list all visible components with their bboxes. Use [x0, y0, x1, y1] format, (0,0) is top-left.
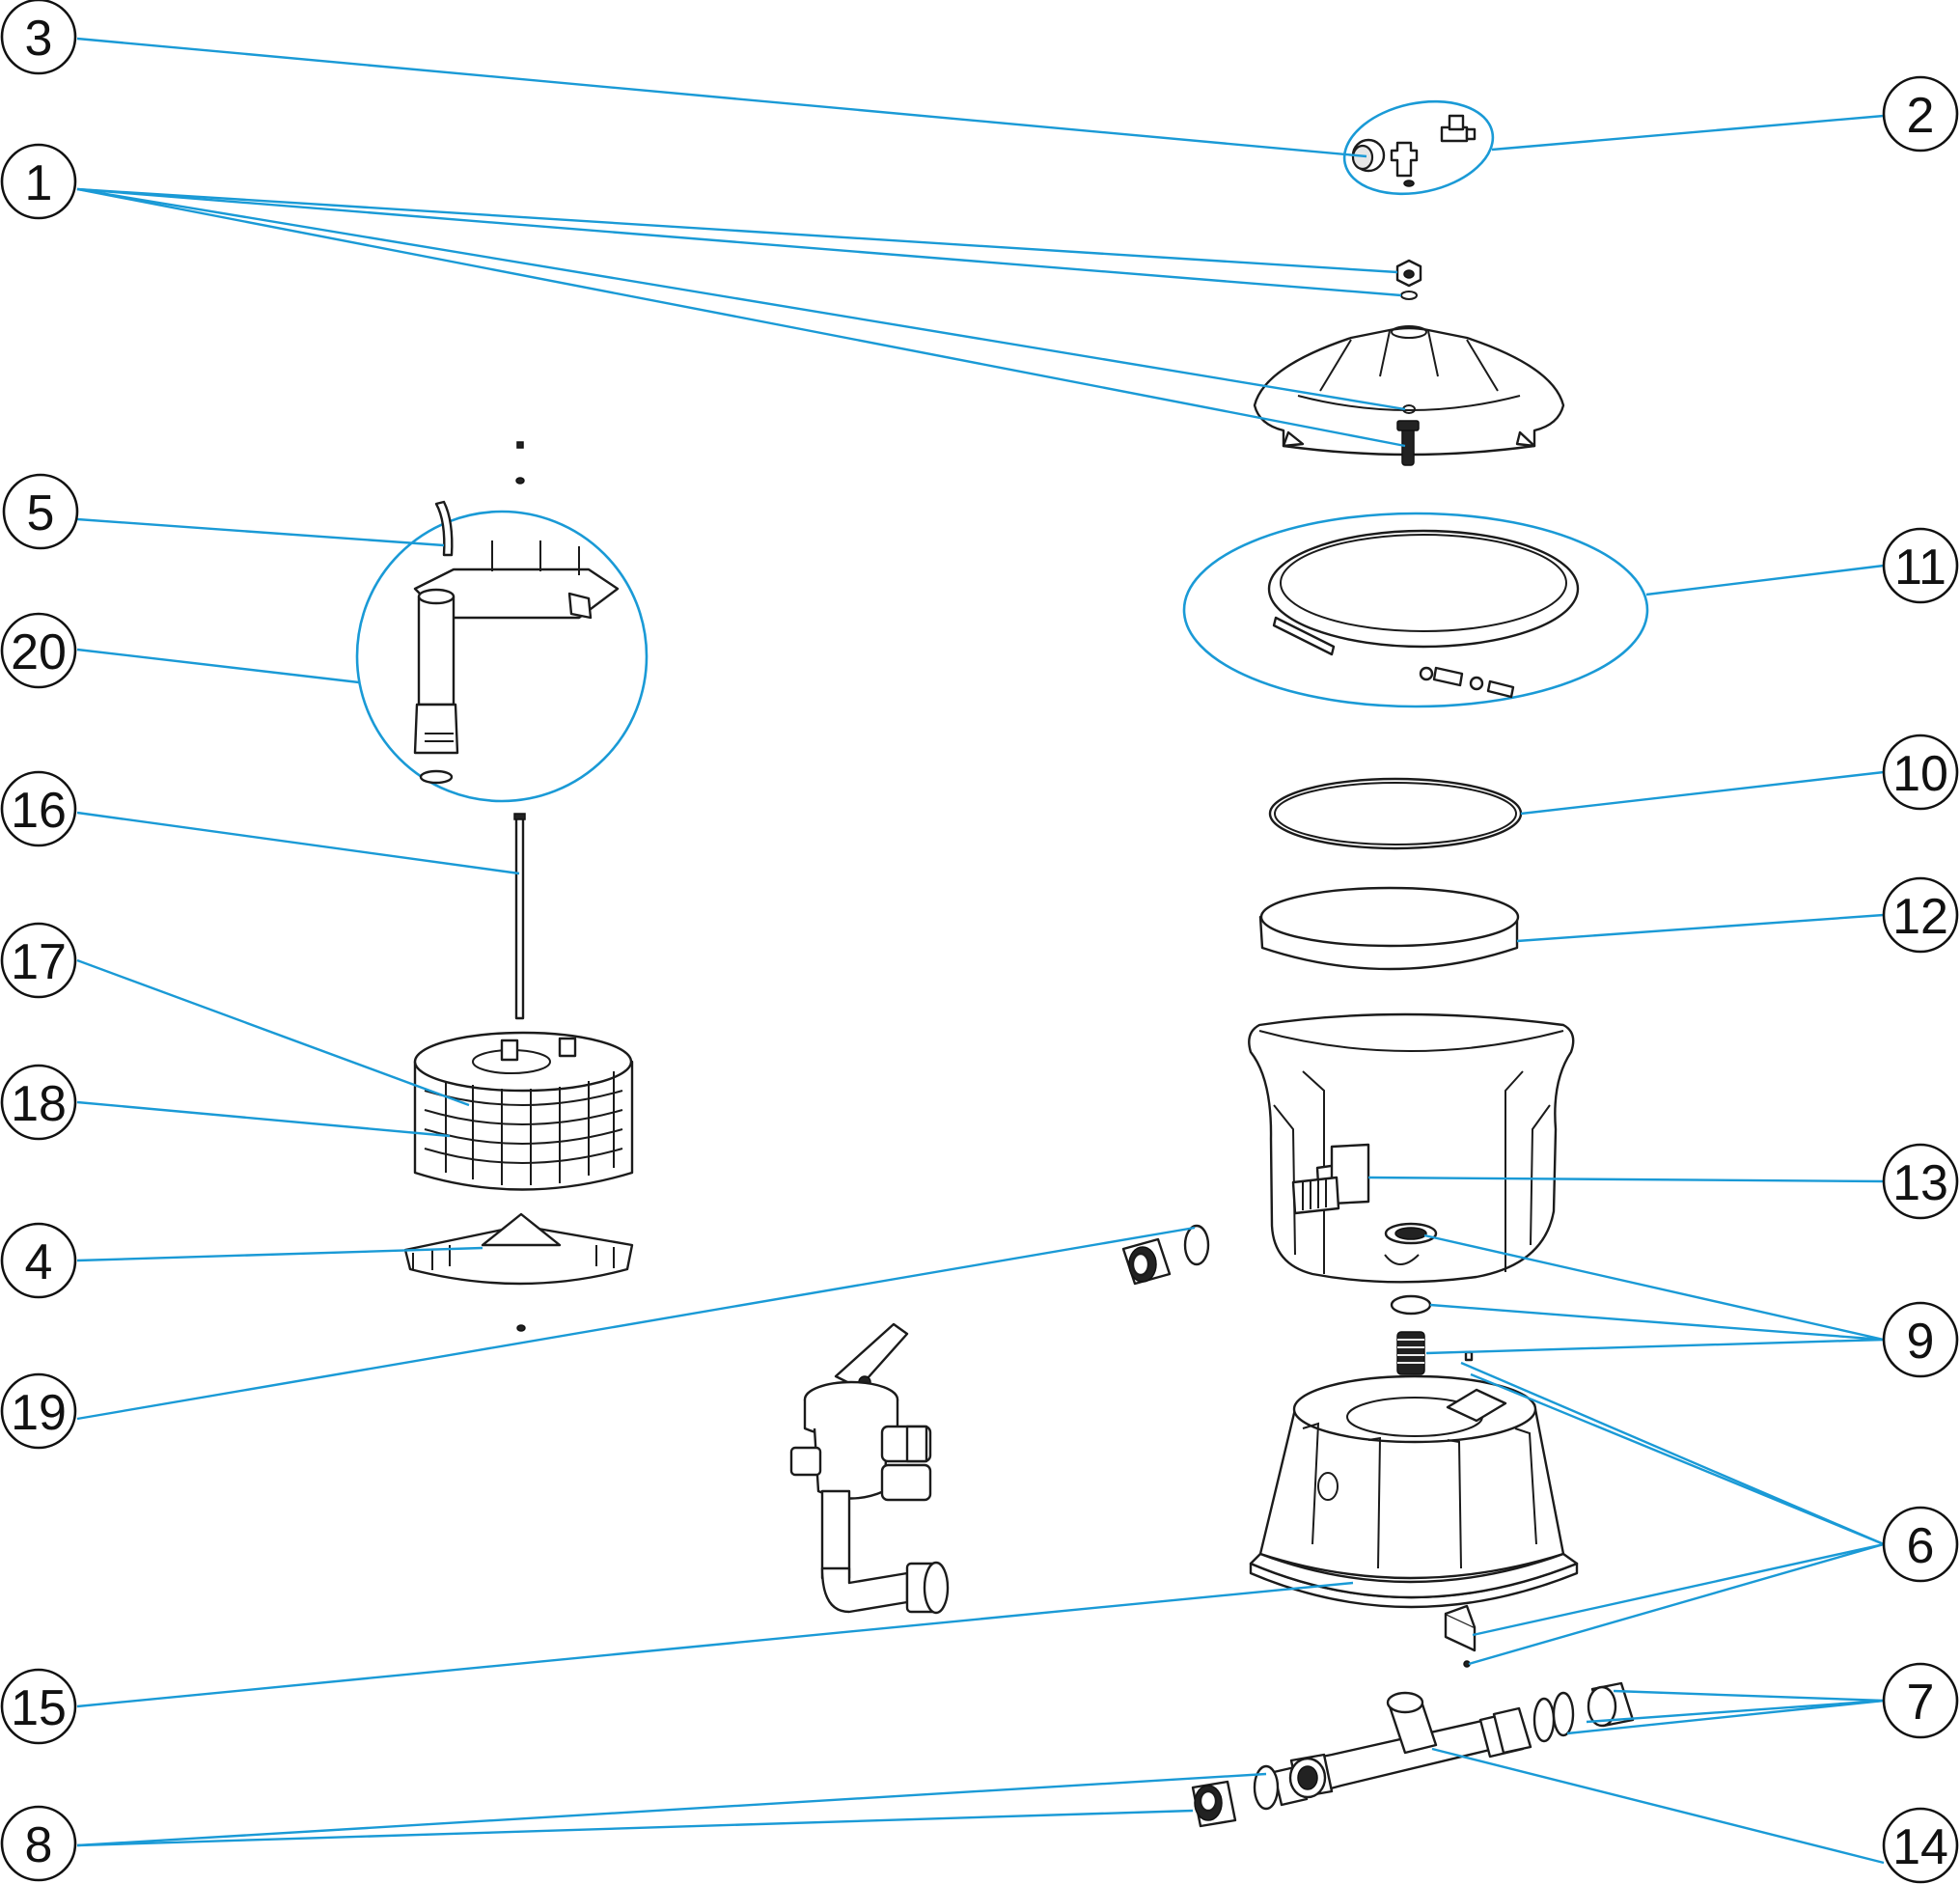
valve-union-nut — [1121, 1224, 1210, 1286]
callout-20-label: 20 — [11, 624, 67, 680]
callout-8-label: 8 — [25, 1817, 53, 1873]
tank-collar — [1258, 886, 1520, 971]
lid-nut-and-washer — [1395, 259, 1422, 300]
callout-9-label: 9 — [1907, 1314, 1935, 1370]
gauge-and-valve-group — [1342, 99, 1495, 196]
gauge-group-highlight — [1342, 99, 1495, 196]
distribution-plate — [403, 1212, 634, 1332]
callout-1: 1 — [0, 143, 77, 220]
drain-o-ring — [1390, 1294, 1432, 1316]
right-union-parts — [1532, 1681, 1635, 1743]
callout-10-label: 10 — [1892, 746, 1948, 802]
tank-upper-shell — [1248, 1012, 1575, 1284]
callout-11: 11 — [1882, 527, 1959, 604]
lid-washer — [1400, 291, 1418, 300]
callout-8: 8 — [0, 1805, 77, 1882]
callout-12: 12 — [1882, 876, 1959, 954]
callout-19-label: 19 — [11, 1385, 67, 1441]
left-union-parts — [1191, 1764, 1280, 1828]
callout-18-label: 18 — [11, 1076, 67, 1132]
lateral-hub-highlight — [355, 510, 649, 803]
multiport-valve — [789, 1322, 950, 1615]
callout-4: 4 — [0, 1222, 77, 1299]
callout-5-label: 5 — [27, 485, 55, 541]
callout-12-label: 12 — [1892, 889, 1948, 945]
callout-16-label: 16 — [11, 783, 67, 839]
leader-lines — [76, 37, 1885, 1865]
callout-6: 6 — [1882, 1506, 1959, 1583]
central-rod — [514, 814, 525, 1020]
callout-16: 16 — [0, 770, 77, 847]
lateral-hub-group — [355, 441, 649, 803]
hub-o-ring — [419, 769, 454, 785]
manifold-tee — [1272, 1691, 1532, 1807]
callout-10: 10 — [1882, 734, 1959, 811]
lateral-stack — [413, 1031, 634, 1191]
callout-15: 15 — [0, 1668, 77, 1745]
callout-1-label: 1 — [25, 155, 53, 211]
callout-17: 17 — [0, 922, 77, 999]
callout-14-label: 14 — [1892, 1819, 1948, 1875]
callout-3-label: 3 — [25, 11, 53, 67]
callout-15-label: 15 — [11, 1680, 67, 1736]
clamp-ring — [1267, 529, 1580, 649]
callout-3: 3 — [0, 0, 77, 75]
callout-4-label: 4 — [25, 1234, 53, 1290]
callout-13: 13 — [1882, 1143, 1959, 1220]
callout-20: 20 — [0, 612, 77, 689]
callout-2-label: 2 — [1907, 88, 1935, 144]
callout-13-label: 13 — [1892, 1155, 1948, 1211]
filter-lid — [1253, 325, 1565, 466]
drain-spring — [1396, 1331, 1425, 1375]
callout-18: 18 — [0, 1064, 77, 1141]
clamp-ring-highlight — [1182, 512, 1649, 708]
base-bracket — [1444, 1604, 1477, 1668]
callout-14: 14 — [1882, 1807, 1959, 1884]
elbow-fitting — [1390, 141, 1419, 178]
filter-base — [1249, 1374, 1579, 1609]
drain-screw — [1464, 1350, 1474, 1362]
callout-2: 2 — [1882, 75, 1959, 152]
callout-5: 5 — [2, 473, 79, 550]
valve-handle — [834, 1322, 909, 1390]
callout-9: 9 — [1882, 1301, 1959, 1378]
air-bleed-tube — [434, 500, 454, 557]
callout-7-label: 7 — [1907, 1675, 1935, 1731]
callout-7: 7 — [1882, 1662, 1959, 1739]
callout-11-label: 11 — [1894, 540, 1946, 596]
clamp-ring-group — [1182, 512, 1649, 708]
callout-6-label: 6 — [1907, 1518, 1935, 1574]
callout-17-label: 17 — [11, 934, 67, 990]
callout-19: 19 — [0, 1372, 77, 1450]
lid-o-ring — [1268, 777, 1523, 850]
